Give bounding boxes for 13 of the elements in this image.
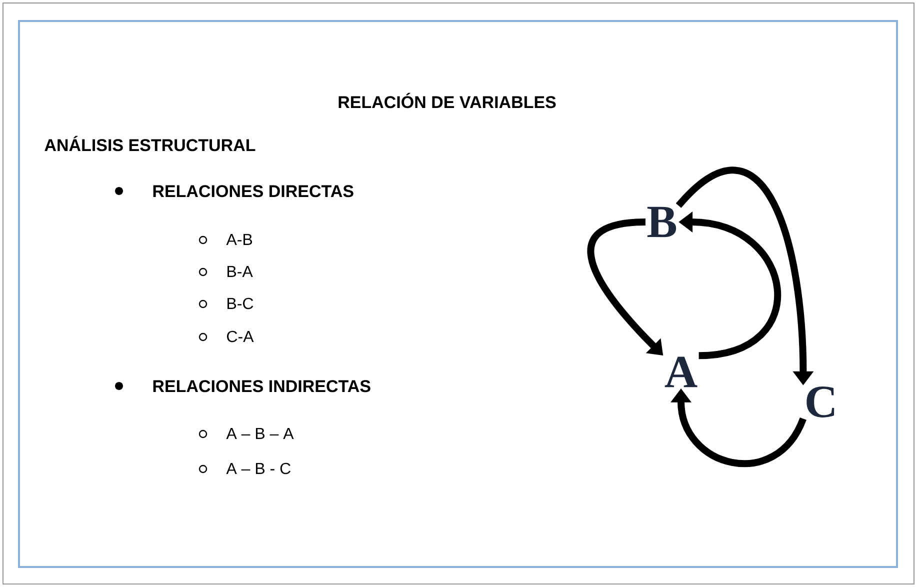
list-item: B-C	[228, 298, 254, 310]
list-heading: RELACIONES DIRECTAS	[153, 185, 354, 198]
title: RELACIÓN DE VARIABLES	[338, 92, 556, 108]
list-heading: RELACIONES INDIRECTAS	[153, 380, 370, 392]
list-item: A – B - C	[226, 462, 290, 474]
heading: ANÁLISIS ESTRUCTURAL	[44, 136, 256, 152]
variable-letter: A	[664, 356, 698, 388]
list-item: A-B	[226, 234, 252, 245]
list-item: C-A	[227, 330, 254, 342]
list-item: B-A	[228, 266, 253, 277]
variable-letter: B	[647, 206, 676, 238]
list-item: A – B – A	[226, 428, 294, 439]
variable-letter: C	[806, 386, 834, 418]
